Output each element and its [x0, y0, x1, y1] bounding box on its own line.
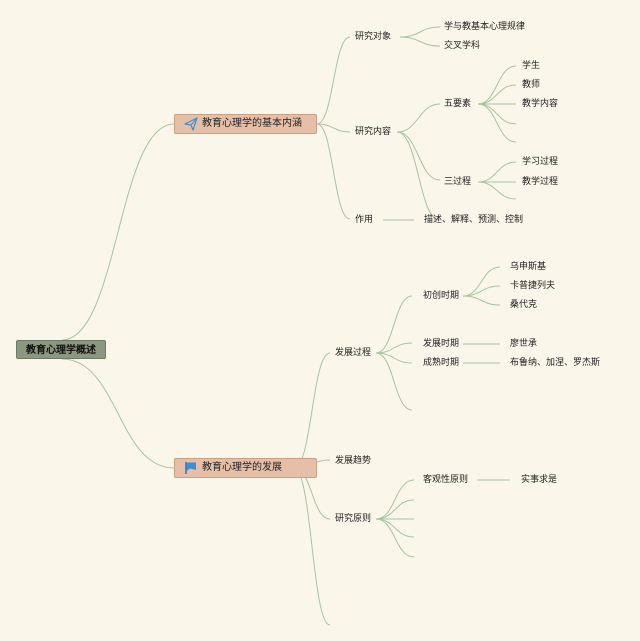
- connector-five-item: [477, 65, 517, 105]
- node-three-item-1[interactable]: 教学过程: [522, 177, 559, 187]
- branch-development-label: 教育心理学的发展: [202, 462, 282, 473]
- connector-content-extra: [396, 131, 441, 221]
- node-founding-item-0[interactable]: 乌申斯基: [510, 262, 547, 272]
- node-five-item-2[interactable]: 教学内容: [522, 99, 559, 109]
- branch-basic-connotation[interactable]: 教育心理学的基本内涵: [174, 114, 317, 134]
- branch-basic-connotation-label: 教育心理学的基本内涵: [202, 118, 302, 129]
- connector-process-extra: [375, 352, 413, 411]
- connector-principles-objective: [375, 479, 415, 520]
- connector-founding-item: [462, 266, 501, 297]
- node-founding-period[interactable]: 初创时期: [423, 291, 460, 301]
- connector-root-branch2: [61, 358, 175, 469]
- branch-development[interactable]: 教育心理学的发展: [174, 458, 317, 478]
- node-development-period[interactable]: 发展时期: [423, 339, 460, 349]
- connector-b2-process: [293, 352, 331, 469]
- connector-process-development: [375, 342, 413, 354]
- node-role[interactable]: 作用: [355, 215, 374, 225]
- paper-plane-icon: [184, 117, 198, 131]
- node-object-item-0[interactable]: 学与教基本心理规律: [444, 22, 526, 32]
- node-three-processes[interactable]: 三过程: [444, 177, 472, 187]
- node-founding-item-2[interactable]: 桑代克: [510, 300, 538, 310]
- node-development-process[interactable]: 发展过程: [335, 348, 372, 358]
- connector-process-mature: [375, 352, 413, 364]
- node-role-value[interactable]: 描述、解释、预测、控制: [424, 215, 524, 225]
- node-five-item-0[interactable]: 学生: [522, 61, 541, 71]
- connector-b1-content: [316, 123, 351, 133]
- node-three-item-0[interactable]: 学习过程: [522, 157, 559, 167]
- connector-root-branch1: [61, 123, 175, 341]
- connector-content-three: [396, 131, 441, 181]
- connector-three-item: [477, 181, 517, 200]
- connector-principles-item: [375, 518, 415, 558]
- node-mature-period[interactable]: 成熟时期: [423, 358, 460, 368]
- root-node[interactable]: 教育心理学概述: [16, 340, 106, 359]
- node-development-value[interactable]: 廖世承: [510, 339, 538, 349]
- connector-founding-item: [462, 295, 501, 306]
- node-research-principles[interactable]: 研究原则: [335, 514, 372, 524]
- node-research-content[interactable]: 研究内容: [355, 127, 392, 137]
- connector-five-item: [477, 103, 517, 125]
- connector-principles-item: [375, 518, 415, 538]
- node-objectivity-value[interactable]: 实事求是: [521, 475, 558, 485]
- connector-process-founding: [375, 295, 413, 354]
- connector-b2-extra: [293, 467, 331, 626]
- connector-content-five: [396, 103, 441, 133]
- connector-three-item: [477, 161, 517, 183]
- node-founding-item-1[interactable]: 卡普捷列夫: [510, 281, 556, 291]
- node-research-object[interactable]: 研究对象: [355, 32, 392, 42]
- node-development-trend[interactable]: 发展趋势: [335, 456, 372, 466]
- flag-icon: [185, 462, 196, 474]
- node-five-elements[interactable]: 五要素: [444, 99, 472, 109]
- node-objectivity-principle[interactable]: 客观性原则: [423, 475, 469, 485]
- connector-b1-role: [316, 123, 351, 220]
- connector-founding-item: [462, 285, 501, 297]
- connector-five-item: [477, 84, 517, 105]
- node-mature-value[interactable]: 布鲁纳、加涅、罗杰斯: [510, 358, 601, 368]
- connector-b1-object: [316, 36, 351, 125]
- connector-principles-item: [375, 499, 415, 520]
- node-object-item-1[interactable]: 交叉学科: [444, 41, 481, 51]
- connector-object-item: [399, 26, 441, 38]
- node-five-item-1[interactable]: 教师: [522, 80, 541, 90]
- connector-object-item: [399, 36, 441, 47]
- connector-five-item: [477, 103, 517, 143]
